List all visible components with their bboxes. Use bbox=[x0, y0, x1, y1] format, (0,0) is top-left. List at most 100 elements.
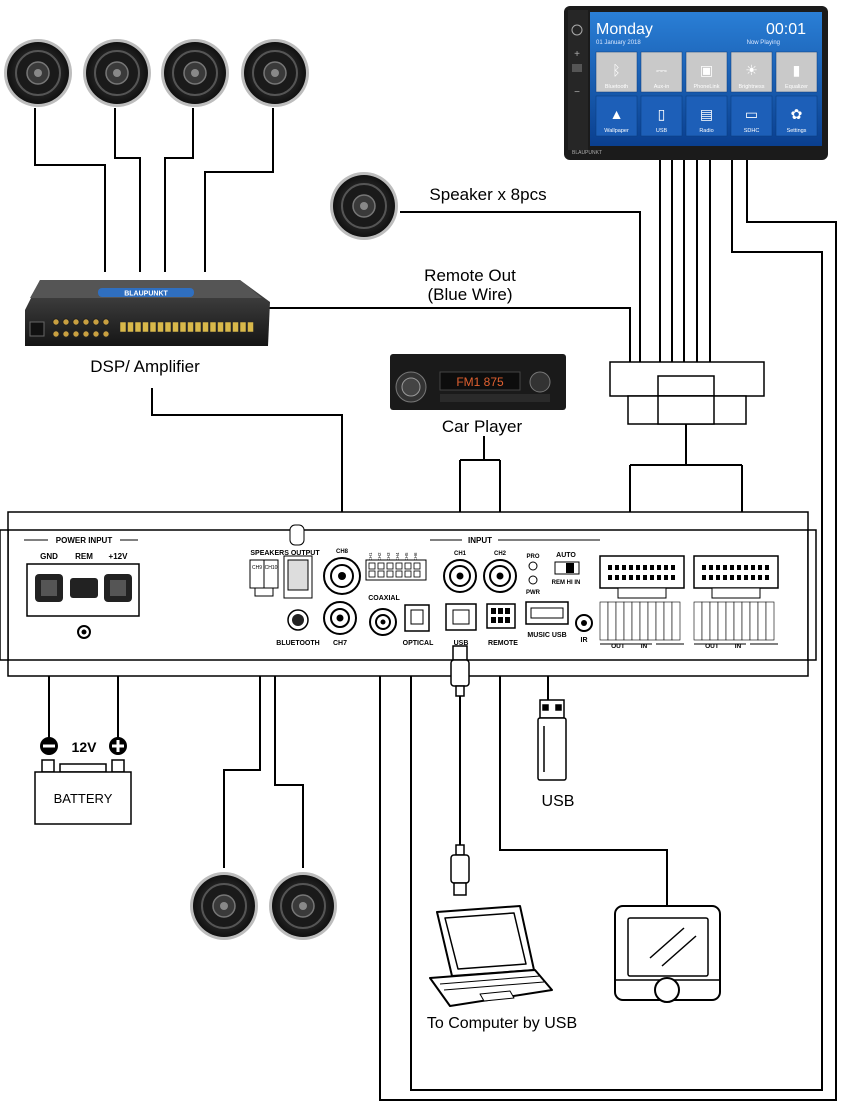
app-icon: ▭ bbox=[745, 106, 758, 122]
usb-stick-icon bbox=[537, 699, 567, 781]
speaker-icon bbox=[3, 38, 73, 108]
svg-text:REM: REM bbox=[75, 552, 93, 561]
app-icon: ▲ bbox=[610, 106, 624, 122]
svg-text:CH5: CH5 bbox=[404, 552, 409, 561]
app-icon: ☀ bbox=[745, 62, 758, 78]
speaker-icon bbox=[160, 38, 230, 108]
to-computer-label: To Computer by USB bbox=[427, 1015, 577, 1032]
svg-text:MUSIC USB: MUSIC USB bbox=[527, 632, 566, 639]
speaker-icon bbox=[240, 38, 310, 108]
svg-text:CH6: CH6 bbox=[413, 552, 418, 561]
svg-text:CH7: CH7 bbox=[333, 640, 347, 647]
head-unit-date: 01 January 2018 bbox=[596, 40, 641, 46]
top-speakers bbox=[3, 38, 399, 241]
head-unit: + − Monday 01 January 2018 00:01 Now Pla… bbox=[564, 6, 828, 160]
input-label: INPUT bbox=[468, 536, 492, 545]
svg-text:CH3: CH3 bbox=[386, 552, 391, 561]
lower-speakers bbox=[189, 871, 338, 941]
head-unit-day: Monday bbox=[596, 21, 653, 38]
app-label: Wallpaper bbox=[604, 128, 629, 134]
speaker-icon bbox=[189, 871, 259, 941]
svg-text:+12V: +12V bbox=[109, 552, 129, 561]
app-label: SDHC bbox=[744, 128, 760, 134]
svg-text:AUTO: AUTO bbox=[556, 552, 576, 559]
svg-text:OPTICAL: OPTICAL bbox=[403, 640, 434, 647]
usb-b-port bbox=[445, 603, 477, 631]
now-playing: Now Playing bbox=[747, 40, 780, 46]
app-label: Settings bbox=[787, 128, 807, 134]
svg-text:IN: IN bbox=[641, 643, 648, 650]
power-input-label: POWER INPUT bbox=[56, 536, 113, 545]
app-label: Equalizer bbox=[785, 84, 808, 90]
iso-connector bbox=[599, 555, 685, 589]
svg-text:CH10: CH10 bbox=[265, 565, 278, 571]
app-tile[interactable]: ▮ Equalizer bbox=[775, 51, 818, 93]
app-icon: ▯ bbox=[658, 106, 666, 122]
svg-text:CH1: CH1 bbox=[368, 552, 373, 561]
app-tile[interactable]: ✿ Settings bbox=[775, 95, 818, 137]
app-icon: ᛒ bbox=[612, 62, 620, 78]
app-tile[interactable]: ▲ Wallpaper bbox=[595, 95, 638, 137]
blue-wire-label: (Blue Wire) bbox=[427, 285, 512, 304]
app-tile[interactable]: ☀ Brightness bbox=[730, 51, 773, 93]
amp-logo bbox=[98, 288, 194, 297]
car-player: FM1 875 bbox=[390, 354, 566, 410]
speaker-icon bbox=[329, 171, 399, 241]
svg-text:REM HI IN: REM HI IN bbox=[552, 580, 581, 586]
app-label: PhoneLink bbox=[694, 84, 720, 90]
svg-text:−: − bbox=[574, 87, 580, 98]
iso-connector bbox=[693, 555, 779, 589]
app-tile[interactable]: ▭ SDHC bbox=[730, 95, 773, 137]
svg-text:USB: USB bbox=[454, 640, 469, 647]
svg-text:GND: GND bbox=[40, 552, 58, 561]
svg-text:IN: IN bbox=[735, 643, 742, 650]
harness-adapter bbox=[609, 361, 765, 425]
svg-text:OUT: OUT bbox=[705, 643, 719, 650]
usb-label: USB bbox=[542, 793, 575, 810]
head-unit-time: 00:01 bbox=[766, 21, 806, 38]
wires bbox=[34, 108, 837, 1101]
speakers-output-label: SPEAKERS OUTPUT bbox=[250, 550, 320, 557]
speaker-icon bbox=[82, 38, 152, 108]
svg-text:CH2: CH2 bbox=[377, 552, 382, 561]
app-icon: ✿ bbox=[791, 106, 803, 122]
app-icon: ▮ bbox=[793, 62, 801, 78]
svg-text:CH2: CH2 bbox=[494, 551, 507, 557]
app-label: Radio bbox=[699, 128, 713, 134]
optical-port bbox=[404, 604, 430, 632]
speaker-icon bbox=[268, 871, 338, 941]
svg-text:CH4: CH4 bbox=[395, 552, 400, 561]
app-tile[interactable]: ⎓Aux-in bbox=[640, 51, 683, 93]
usb-cable bbox=[450, 645, 470, 896]
app-icon: ▣ bbox=[700, 62, 713, 78]
head-unit-brand: BLAUPUNKT bbox=[572, 150, 602, 156]
svg-text:IR: IR bbox=[581, 637, 588, 644]
battery-label: BATTERY bbox=[54, 791, 113, 806]
app-tile[interactable]: ▯ USB bbox=[640, 95, 683, 137]
remote-control-icon bbox=[614, 905, 721, 1003]
speaker-count-label: Speaker x 8pcs bbox=[429, 185, 546, 204]
laptop-icon bbox=[429, 905, 553, 1007]
dsp-amplifier-label: DSP/ Amplifier bbox=[90, 357, 200, 376]
car-player-display: FM1 875 bbox=[456, 375, 504, 389]
rem-terminal bbox=[70, 578, 98, 598]
app-tile[interactable]: ▤Radio bbox=[685, 95, 728, 137]
svg-text:CH1: CH1 bbox=[454, 551, 467, 557]
app-label: Bluetooth bbox=[605, 84, 628, 90]
app-grid: ᛒ Bluetooth ⎓Aux-in ▣ PhoneLink ☀ Brightness ▮ E… bbox=[595, 51, 818, 137]
coaxial-label: COAXIAL bbox=[368, 595, 400, 602]
app-tile[interactable]: ᛒ Bluetooth bbox=[595, 51, 638, 93]
power-icon bbox=[571, 24, 583, 36]
app-tile[interactable]: ▣ PhoneLink bbox=[685, 51, 728, 93]
svg-text:PWR: PWR bbox=[526, 590, 541, 596]
svg-text:PRO: PRO bbox=[526, 554, 539, 560]
svg-text:12V: 12V bbox=[72, 739, 98, 755]
svg-text:CH8: CH8 bbox=[336, 549, 349, 555]
car-player-label: Car Player bbox=[442, 417, 523, 436]
app-label: Brightness bbox=[739, 84, 765, 90]
app-label: USB bbox=[656, 128, 668, 134]
bluetooth-label: BLUETOOTH bbox=[276, 640, 319, 647]
remote-port bbox=[486, 603, 516, 629]
svg-text:+: + bbox=[574, 49, 580, 60]
